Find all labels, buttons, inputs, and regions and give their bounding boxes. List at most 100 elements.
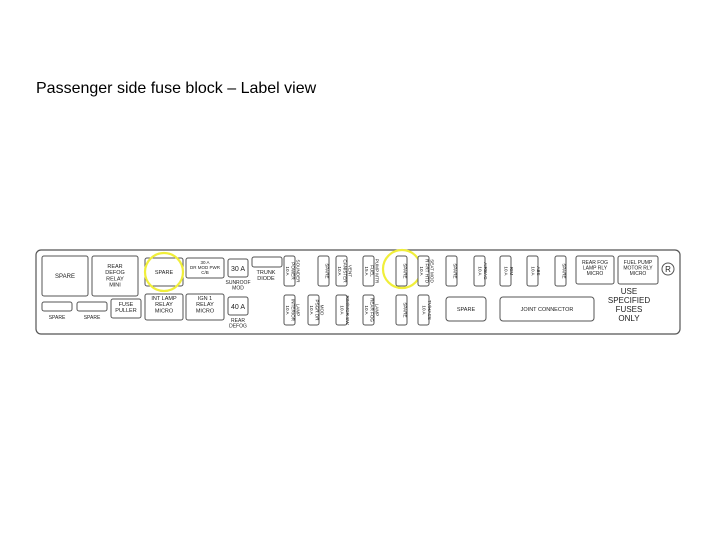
label-spare-small-1: SPARE	[49, 315, 66, 321]
fuse-label-power-sounder-1: POWER	[290, 262, 295, 280]
fuse-label-canister-vent-1: CANISTER	[342, 259, 347, 283]
fuse-label-rim-mgr-sw-0: 10 A	[340, 305, 345, 315]
fuse-label-fuel-pump-mtr-1: FUEL	[369, 265, 374, 277]
fuse-label-psgr-dr-mod-0: 10 A	[309, 305, 314, 315]
fuse-spare-top-2: SPARE	[445, 255, 458, 287]
box-spare-large-1: SPARE	[41, 255, 89, 297]
box-spare-block-lower: SPARE	[445, 296, 487, 322]
fuse-label-canister-vent-0: 10 A	[337, 266, 342, 276]
fuse-label-interior-lamp-0: 10 A	[285, 305, 290, 315]
box-spare-small-2: SPARE	[76, 301, 108, 321]
fuse-outline-rim-mgr-sw	[335, 294, 348, 326]
label-sunroof-30a: 30 A	[231, 266, 245, 273]
label-spare-large-1: SPARE	[55, 274, 75, 280]
fuse-spare-bottom-1: SPARE	[395, 294, 408, 326]
fuse-outline-spare-bottom-1	[395, 294, 408, 326]
fuse-outline-spare-top-3	[554, 255, 567, 287]
fuse-label-power-sounder-2: SOUNDER	[296, 260, 301, 284]
fuse-outline-psgr-dr-mod	[307, 294, 320, 326]
fuse-label-rear-fog-lamp-0: 10 A	[364, 305, 369, 315]
fuse-label-spare-top-1-0: SPARE	[324, 263, 329, 278]
page-title: Passenger side fuse block – Label view	[36, 80, 317, 97]
fuse-label-interior-lamp-2: LAMP	[296, 304, 301, 317]
fuse-label-rear-fog-lamp-1: REAR FOG	[369, 298, 374, 322]
box-spare-small-1: SPARE	[41, 301, 73, 321]
fuse-label-rim-1: RIM	[509, 267, 514, 276]
fuse-outline-fuel-pump-mtr	[362, 255, 375, 287]
box-spare-highlighted-1: SPARE	[144, 257, 184, 287]
fuse-spare-top-1: SPARE	[317, 255, 330, 287]
fuse-label-airbag-1: AIRBAG	[483, 262, 488, 280]
fuse-label-airbag-0: 10 A	[478, 266, 483, 276]
label-rear-defog-40a: 40 A	[231, 304, 245, 311]
highlight-circle-1	[143, 251, 185, 293]
fuse-label-tv-hacs-0: 10 A	[422, 305, 427, 315]
registered-mark: R	[661, 262, 675, 276]
fuse-label-spare-top-2-0: SPARE	[452, 263, 457, 278]
fuse-outline-spare-top-2	[445, 255, 458, 287]
fuse-spare-top-3: SPARE	[554, 255, 567, 287]
fuse-outline-spare-highlighted-2	[395, 255, 408, 287]
label-spare-block-lower: SPARE	[457, 307, 476, 313]
fuse-outline-tv-hacs	[417, 294, 430, 326]
fuse-outline-r-frt-htd-seat-mod	[417, 255, 430, 287]
fuse-label-tv-hacs-1: TV/HACS	[427, 300, 432, 320]
fuse-outline-airbag	[473, 255, 486, 287]
fuse-label-fuel-pump-mtr-2: PUMP MTR	[375, 259, 380, 284]
fuse-outline-canister-vent	[335, 255, 348, 287]
fuse-label-rim-mgr-sw-1: RIM/MGR SW	[345, 295, 350, 325]
fuse-label-canister-vent-2: VENT	[348, 265, 353, 277]
fuse-label-rim-0: 10 A	[504, 266, 509, 276]
fuse-outline-abs	[526, 255, 539, 287]
fuse-label-abs-1: ABS	[536, 266, 541, 275]
label-spare-highlighted-1: SPARE	[155, 270, 174, 276]
label-spare-small-2: SPARE	[84, 315, 101, 321]
fuse-spare-highlighted-2: SPARE	[395, 255, 408, 287]
fuse-outline-power-sounder	[283, 255, 296, 287]
fuse-label-spare-bottom-1-0: SPARE	[402, 302, 407, 317]
fuse-outline-rear-fog-lamp	[362, 294, 375, 326]
label-joint-connector: JOINT CONNECTOR	[521, 307, 574, 313]
fuse-label-fuel-pump-mtr-0: 15 A	[364, 266, 369, 276]
fuse-label-power-sounder-0: 10 A	[285, 266, 290, 276]
fuse-label-r-frt-htd-seat-mod-1: R FRT HTD	[424, 259, 429, 284]
fuse-outline-interior-lamp	[283, 294, 296, 326]
fuse-label-abs-0: 10 A	[531, 266, 536, 276]
box-joint-connector: JOINT CONNECTOR	[499, 296, 595, 322]
fuse-label-r-frt-htd-seat-mod-2: SEAT MOD	[430, 259, 435, 283]
fuse-label-psgr-dr-mod-1: PSGR DR	[314, 300, 319, 322]
fuse-label-psgr-dr-mod-2: MOD	[320, 305, 325, 316]
box-rear-defog-40a: 40 A	[227, 296, 249, 316]
fuse-label-r-frt-htd-seat-mod-0: 10 A	[419, 266, 424, 276]
fuse-label-interior-lamp-1: INTERIOR	[290, 299, 295, 322]
